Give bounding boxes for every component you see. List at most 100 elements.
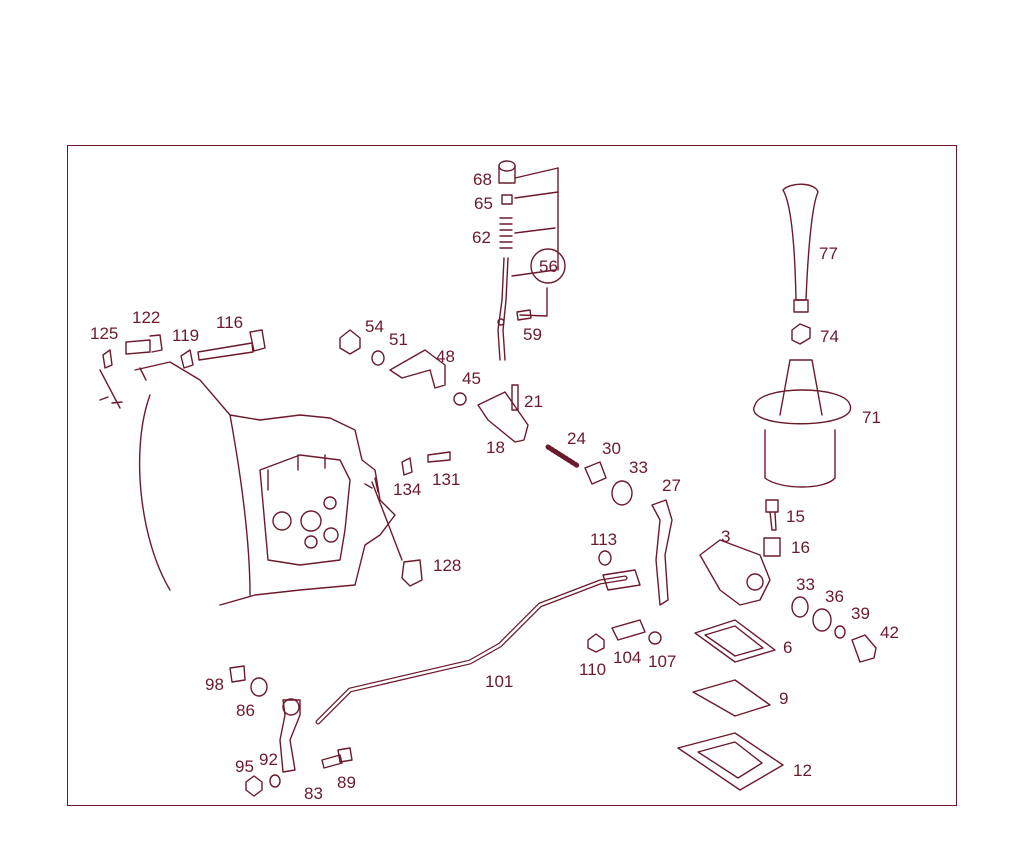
part-131 — [427, 451, 451, 463]
label-39: 39 — [851, 604, 870, 623]
part-30 — [584, 461, 607, 485]
part-71 — [753, 359, 851, 488]
label-51: 51 — [389, 330, 408, 349]
label-128: 128 — [433, 556, 461, 575]
label-33a: 33 — [629, 458, 648, 477]
part-12 — [677, 732, 784, 791]
shift-knob-boot — [753, 183, 851, 488]
label-56: 56 — [539, 257, 558, 276]
label-12: 12 — [793, 761, 812, 780]
diagram-frame — [67, 145, 957, 806]
label-122: 122 — [132, 308, 160, 327]
label-134: 134 — [393, 480, 421, 499]
shift-rod-101 — [315, 550, 662, 725]
part-42 — [851, 634, 877, 663]
label-62: 62 — [472, 228, 491, 247]
label-27: 27 — [662, 476, 681, 495]
label-24: 24 — [567, 429, 586, 448]
label-98: 98 — [205, 675, 224, 694]
part-125 — [102, 349, 113, 369]
label-48: 48 — [436, 347, 455, 366]
part-36 — [812, 608, 832, 632]
part-98 — [229, 665, 246, 683]
part-122 — [125, 334, 163, 355]
shifter-housing — [677, 499, 877, 791]
label-131: 131 — [432, 470, 460, 489]
callout-circle-56 — [530, 248, 566, 284]
label-15: 15 — [786, 507, 805, 526]
label-42: 42 — [880, 623, 899, 642]
label-36: 36 — [825, 587, 844, 606]
part-89 — [321, 747, 353, 769]
lower-linkage — [229, 665, 353, 797]
part-107 — [648, 631, 662, 645]
part-134 — [401, 457, 413, 476]
label-68: 68 — [473, 170, 492, 189]
label-116: 116 — [216, 313, 243, 332]
part-33b — [791, 596, 809, 618]
linkage-128 — [371, 481, 423, 587]
part-33a — [611, 480, 633, 506]
part-113 — [598, 550, 612, 566]
part-39 — [834, 625, 846, 639]
part-45 — [453, 392, 467, 406]
part-48 — [389, 349, 446, 389]
label-89: 89 — [337, 773, 356, 792]
label-59: 59 — [523, 325, 542, 344]
label-83: 83 — [304, 784, 323, 803]
part-128 — [401, 559, 423, 587]
part-15 — [765, 499, 779, 531]
part-104 — [611, 619, 646, 641]
label-110: 110 — [579, 660, 606, 679]
label-54: 54 — [365, 317, 384, 336]
label-21: 21 — [524, 392, 543, 411]
label-71: 71 — [862, 408, 881, 427]
label-9: 9 — [779, 689, 788, 708]
label-125: 125 — [90, 324, 118, 343]
part-16 — [763, 537, 781, 557]
part-9 — [692, 679, 771, 717]
label-119: 119 — [172, 326, 199, 345]
part-51 — [371, 350, 385, 366]
label-30: 30 — [602, 439, 621, 458]
part-95 — [245, 775, 263, 797]
label-74: 74 — [820, 327, 839, 346]
part-21 — [511, 384, 519, 411]
label-16: 16 — [791, 538, 810, 557]
label-45: 45 — [462, 369, 481, 388]
label-33b: 33 — [796, 575, 815, 594]
part-116 — [197, 329, 266, 361]
label-107: 107 — [648, 652, 676, 671]
transmission-housing — [99, 361, 396, 606]
label-86: 86 — [236, 701, 255, 720]
part-86 — [250, 677, 268, 697]
part-65 — [501, 194, 513, 205]
label-95: 95 — [235, 757, 254, 776]
part-74 — [791, 323, 811, 345]
part-3 — [699, 539, 771, 606]
label-77: 77 — [819, 244, 838, 263]
label-101: 101 — [485, 672, 513, 691]
label-3: 3 — [721, 527, 730, 546]
part-77 — [782, 183, 819, 301]
part-6 — [694, 619, 776, 663]
label-113: 113 — [590, 530, 617, 549]
part-119 — [180, 349, 194, 369]
part-59 — [516, 309, 532, 321]
label-6: 6 — [783, 638, 792, 657]
housing-fasteners — [102, 329, 266, 369]
part-110 — [587, 633, 605, 653]
part-92 — [269, 774, 281, 788]
part-54 — [339, 329, 361, 355]
part-18 — [477, 391, 529, 443]
label-104: 104 — [613, 648, 641, 667]
selector-parts — [339, 329, 673, 606]
label-92: 92 — [259, 750, 278, 769]
part-62 — [499, 217, 513, 249]
label-18: 18 — [486, 438, 505, 457]
label-65: 65 — [474, 194, 493, 213]
part-27 — [651, 499, 673, 606]
